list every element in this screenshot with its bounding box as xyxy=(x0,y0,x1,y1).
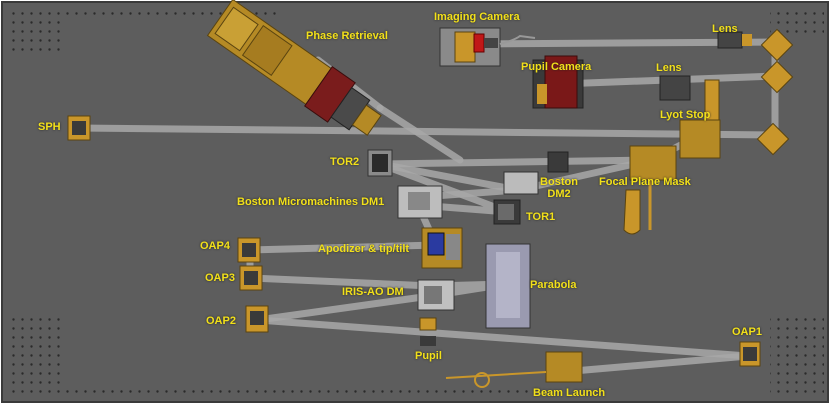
oap3-mount xyxy=(239,265,263,291)
lens-mid-label: Lens xyxy=(656,62,682,74)
lyot-stop-label: Lyot Stop xyxy=(660,109,711,121)
focal-plane-mask-label: Focal Plane Mask xyxy=(599,176,691,188)
apodizer-tip-tilt-mount xyxy=(421,227,463,269)
beam-launch-label: Beam Launch xyxy=(533,387,606,399)
parabola-label: Parabola xyxy=(530,279,577,291)
boston-dm1-label: Boston Micromachines DM1 xyxy=(237,196,385,208)
lyot-stop-assembly xyxy=(659,75,721,159)
oap1-label: OAP1 xyxy=(732,326,762,338)
tor1-mount xyxy=(493,199,521,225)
beam-sph-long xyxy=(74,124,779,139)
lens-top-label: Lens xyxy=(712,23,738,35)
parabola-mount xyxy=(485,243,531,329)
table-hole-pattern-bottom-right xyxy=(770,316,824,398)
oap2-label: OAP2 xyxy=(206,315,236,327)
beam-phase-to-fpm xyxy=(376,104,464,164)
pupil-camera xyxy=(532,55,584,109)
beam-oap1-to-oap2 xyxy=(254,316,752,360)
imaging-camera xyxy=(439,27,536,67)
table-hole-pattern-bottom-edge xyxy=(60,386,530,398)
oap4-label: OAP4 xyxy=(200,240,230,252)
beam-launch-to-oap1 xyxy=(558,352,752,376)
beam-launch-assembly xyxy=(445,351,583,388)
phase-retrieval-assembly xyxy=(206,0,382,136)
beam-tor2-to-dm2 xyxy=(376,160,522,194)
oap3-label: OAP3 xyxy=(205,272,235,284)
boston-dm2-label: Boston DM2 xyxy=(538,176,580,200)
beam-iris-to-oap3 xyxy=(246,274,436,290)
table-hole-pattern-bottom-left xyxy=(6,316,60,398)
tor1-label: TOR1 xyxy=(526,211,556,223)
oap2-mount xyxy=(245,305,269,333)
lens-top-mount xyxy=(717,31,752,49)
phase-retrieval-label: Phase Retrieval xyxy=(306,30,388,42)
pupil-camera-label: Pupil Camera xyxy=(521,61,592,73)
oap1-mount xyxy=(739,341,761,367)
boston-dm2-label-line1: Boston xyxy=(540,176,578,188)
tor2-label: TOR2 xyxy=(330,156,360,168)
sph-label: SPH xyxy=(38,121,61,133)
pupil-label: Pupil xyxy=(415,350,442,362)
focal-plane-mask-assembly xyxy=(623,145,677,235)
boston-dm2-label-line2: DM2 xyxy=(547,188,571,200)
beam-oap4-to-apodizer xyxy=(246,241,440,254)
boston-dm2-mount xyxy=(503,151,569,195)
oap4-mount xyxy=(237,237,261,263)
tor2-mount xyxy=(367,149,393,177)
boston-dm1-mount xyxy=(397,185,443,219)
iris-ao-dm-mount xyxy=(417,279,455,311)
table-hole-pattern-top-left xyxy=(6,6,60,56)
fold-mirrors-right xyxy=(756,28,794,156)
imaging-camera-label: Imaging Camera xyxy=(434,11,520,23)
beam-tor2-to-fpm xyxy=(376,156,656,168)
pupil-mount xyxy=(419,317,437,346)
iris-ao-dm-label: IRIS-AO DM xyxy=(342,286,404,298)
beam-oap2-to-iris xyxy=(254,292,434,324)
sph-mount xyxy=(67,115,91,141)
apodizer-label: Apodizer & tip/tilt xyxy=(318,243,410,255)
